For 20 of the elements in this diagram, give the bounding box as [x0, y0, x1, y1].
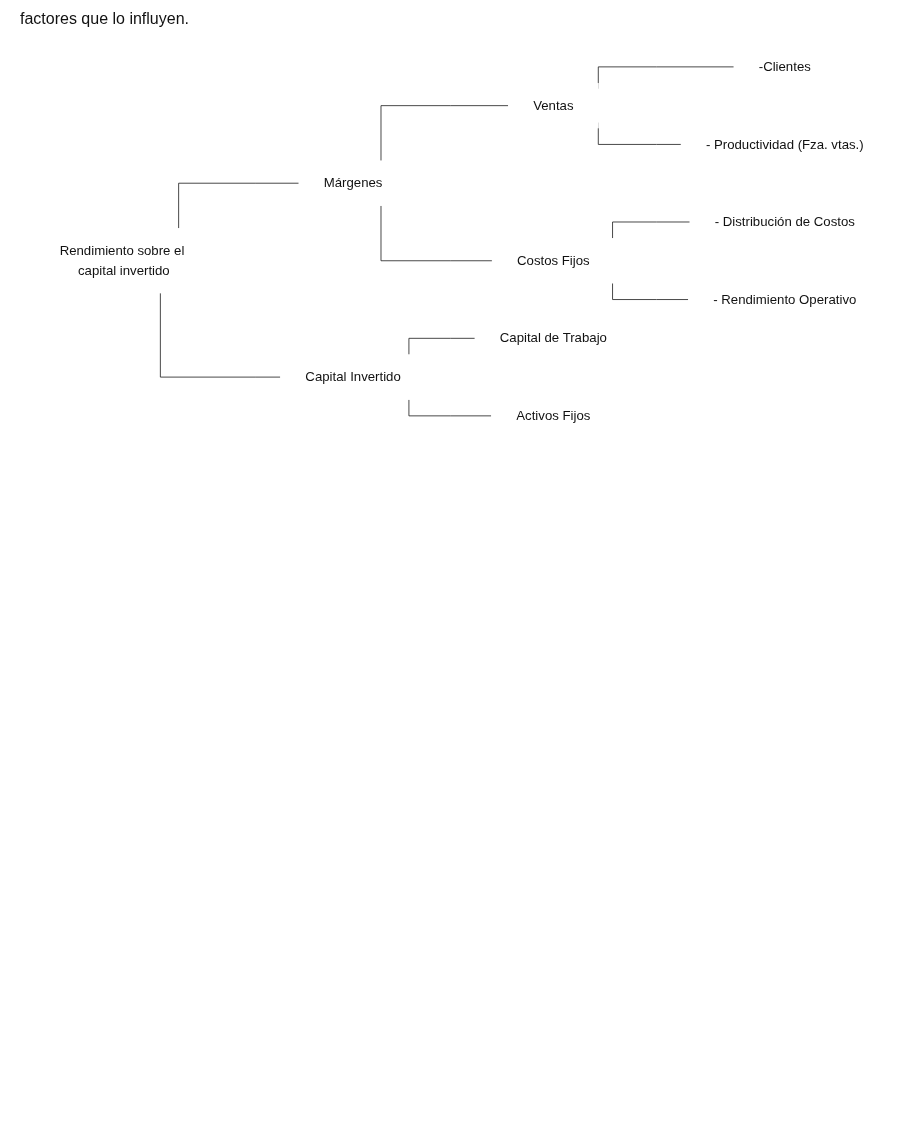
node-text: - Rendimiento Operativo	[713, 292, 857, 307]
note-text: factores que lo influyen.	[20, 10, 190, 28]
node-text: -Clientes	[758, 59, 811, 74]
connector	[380, 205, 493, 262]
node-text: Ventas	[533, 98, 574, 113]
connector	[612, 221, 691, 239]
node-text: - Distribución de Costos	[714, 214, 855, 229]
node-text: Márgenes	[323, 175, 383, 190]
connector	[612, 282, 689, 300]
connector	[380, 105, 509, 162]
connector	[408, 337, 476, 356]
node-text: Costos Fijos	[517, 253, 590, 268]
node-text: Rendimiento sobre el capital invertido	[59, 243, 185, 278]
connector	[178, 182, 300, 229]
node-text: Activos Fijos	[516, 408, 591, 423]
connector	[408, 398, 492, 417]
node-text: Capital Invertido	[305, 369, 401, 384]
node-text: - Productividad (Fza. vtas.)	[705, 137, 864, 152]
connector	[159, 292, 282, 378]
node-text: Capital de Trabajo	[499, 330, 607, 345]
